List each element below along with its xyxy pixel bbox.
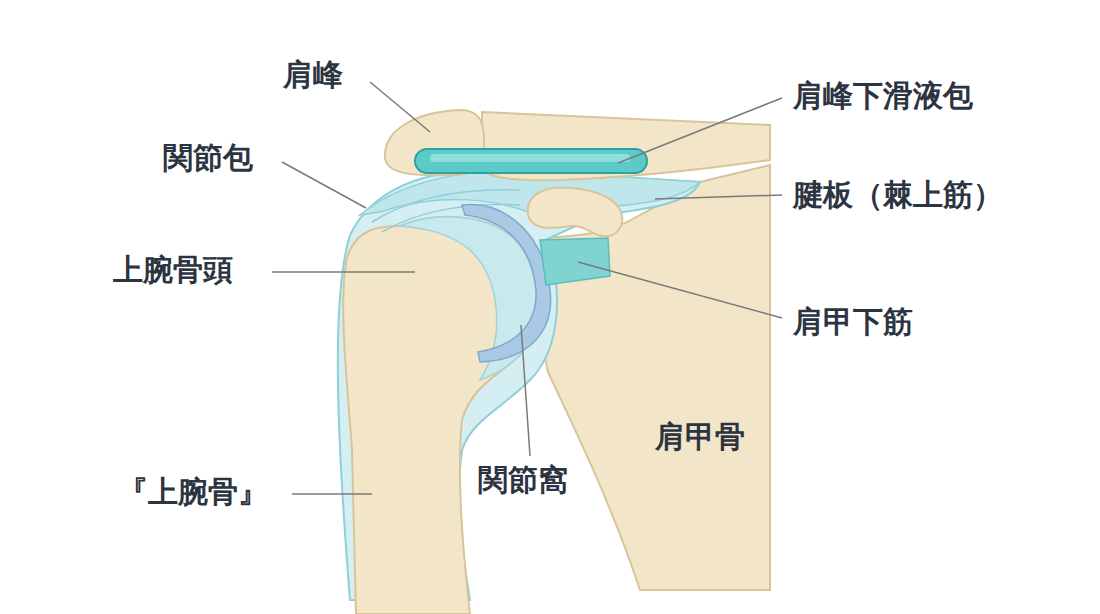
glenoid-labrum xyxy=(462,205,551,362)
humerus xyxy=(343,217,536,614)
leader-line xyxy=(618,98,782,163)
leader-line xyxy=(521,325,530,456)
part-label: 肩甲骨 xyxy=(655,419,745,455)
bursa-highlight xyxy=(430,154,630,162)
subacromial-bursa xyxy=(415,149,647,173)
part-label: 関節窩 xyxy=(478,462,568,498)
leader-line xyxy=(282,162,366,208)
leader-line xyxy=(655,195,782,199)
head-cartilage xyxy=(400,217,536,380)
coracoid-process xyxy=(528,187,623,236)
leader-line xyxy=(292,493,372,495)
leader-line xyxy=(578,262,782,318)
part-label: 腱板（棘上筋） xyxy=(793,177,1003,213)
part-label: 肩峰 xyxy=(283,57,343,93)
leader-line xyxy=(272,271,415,273)
part-label: 『上腕骨』 xyxy=(118,474,268,510)
part-label: 肩峰下滑液包 xyxy=(793,78,973,114)
part-label: 関節包 xyxy=(163,140,253,176)
leader-line xyxy=(370,82,430,132)
part-label: 上腕骨頭 xyxy=(113,252,233,288)
subscapularis xyxy=(540,238,610,285)
part-label: 肩甲下筋 xyxy=(793,304,913,340)
